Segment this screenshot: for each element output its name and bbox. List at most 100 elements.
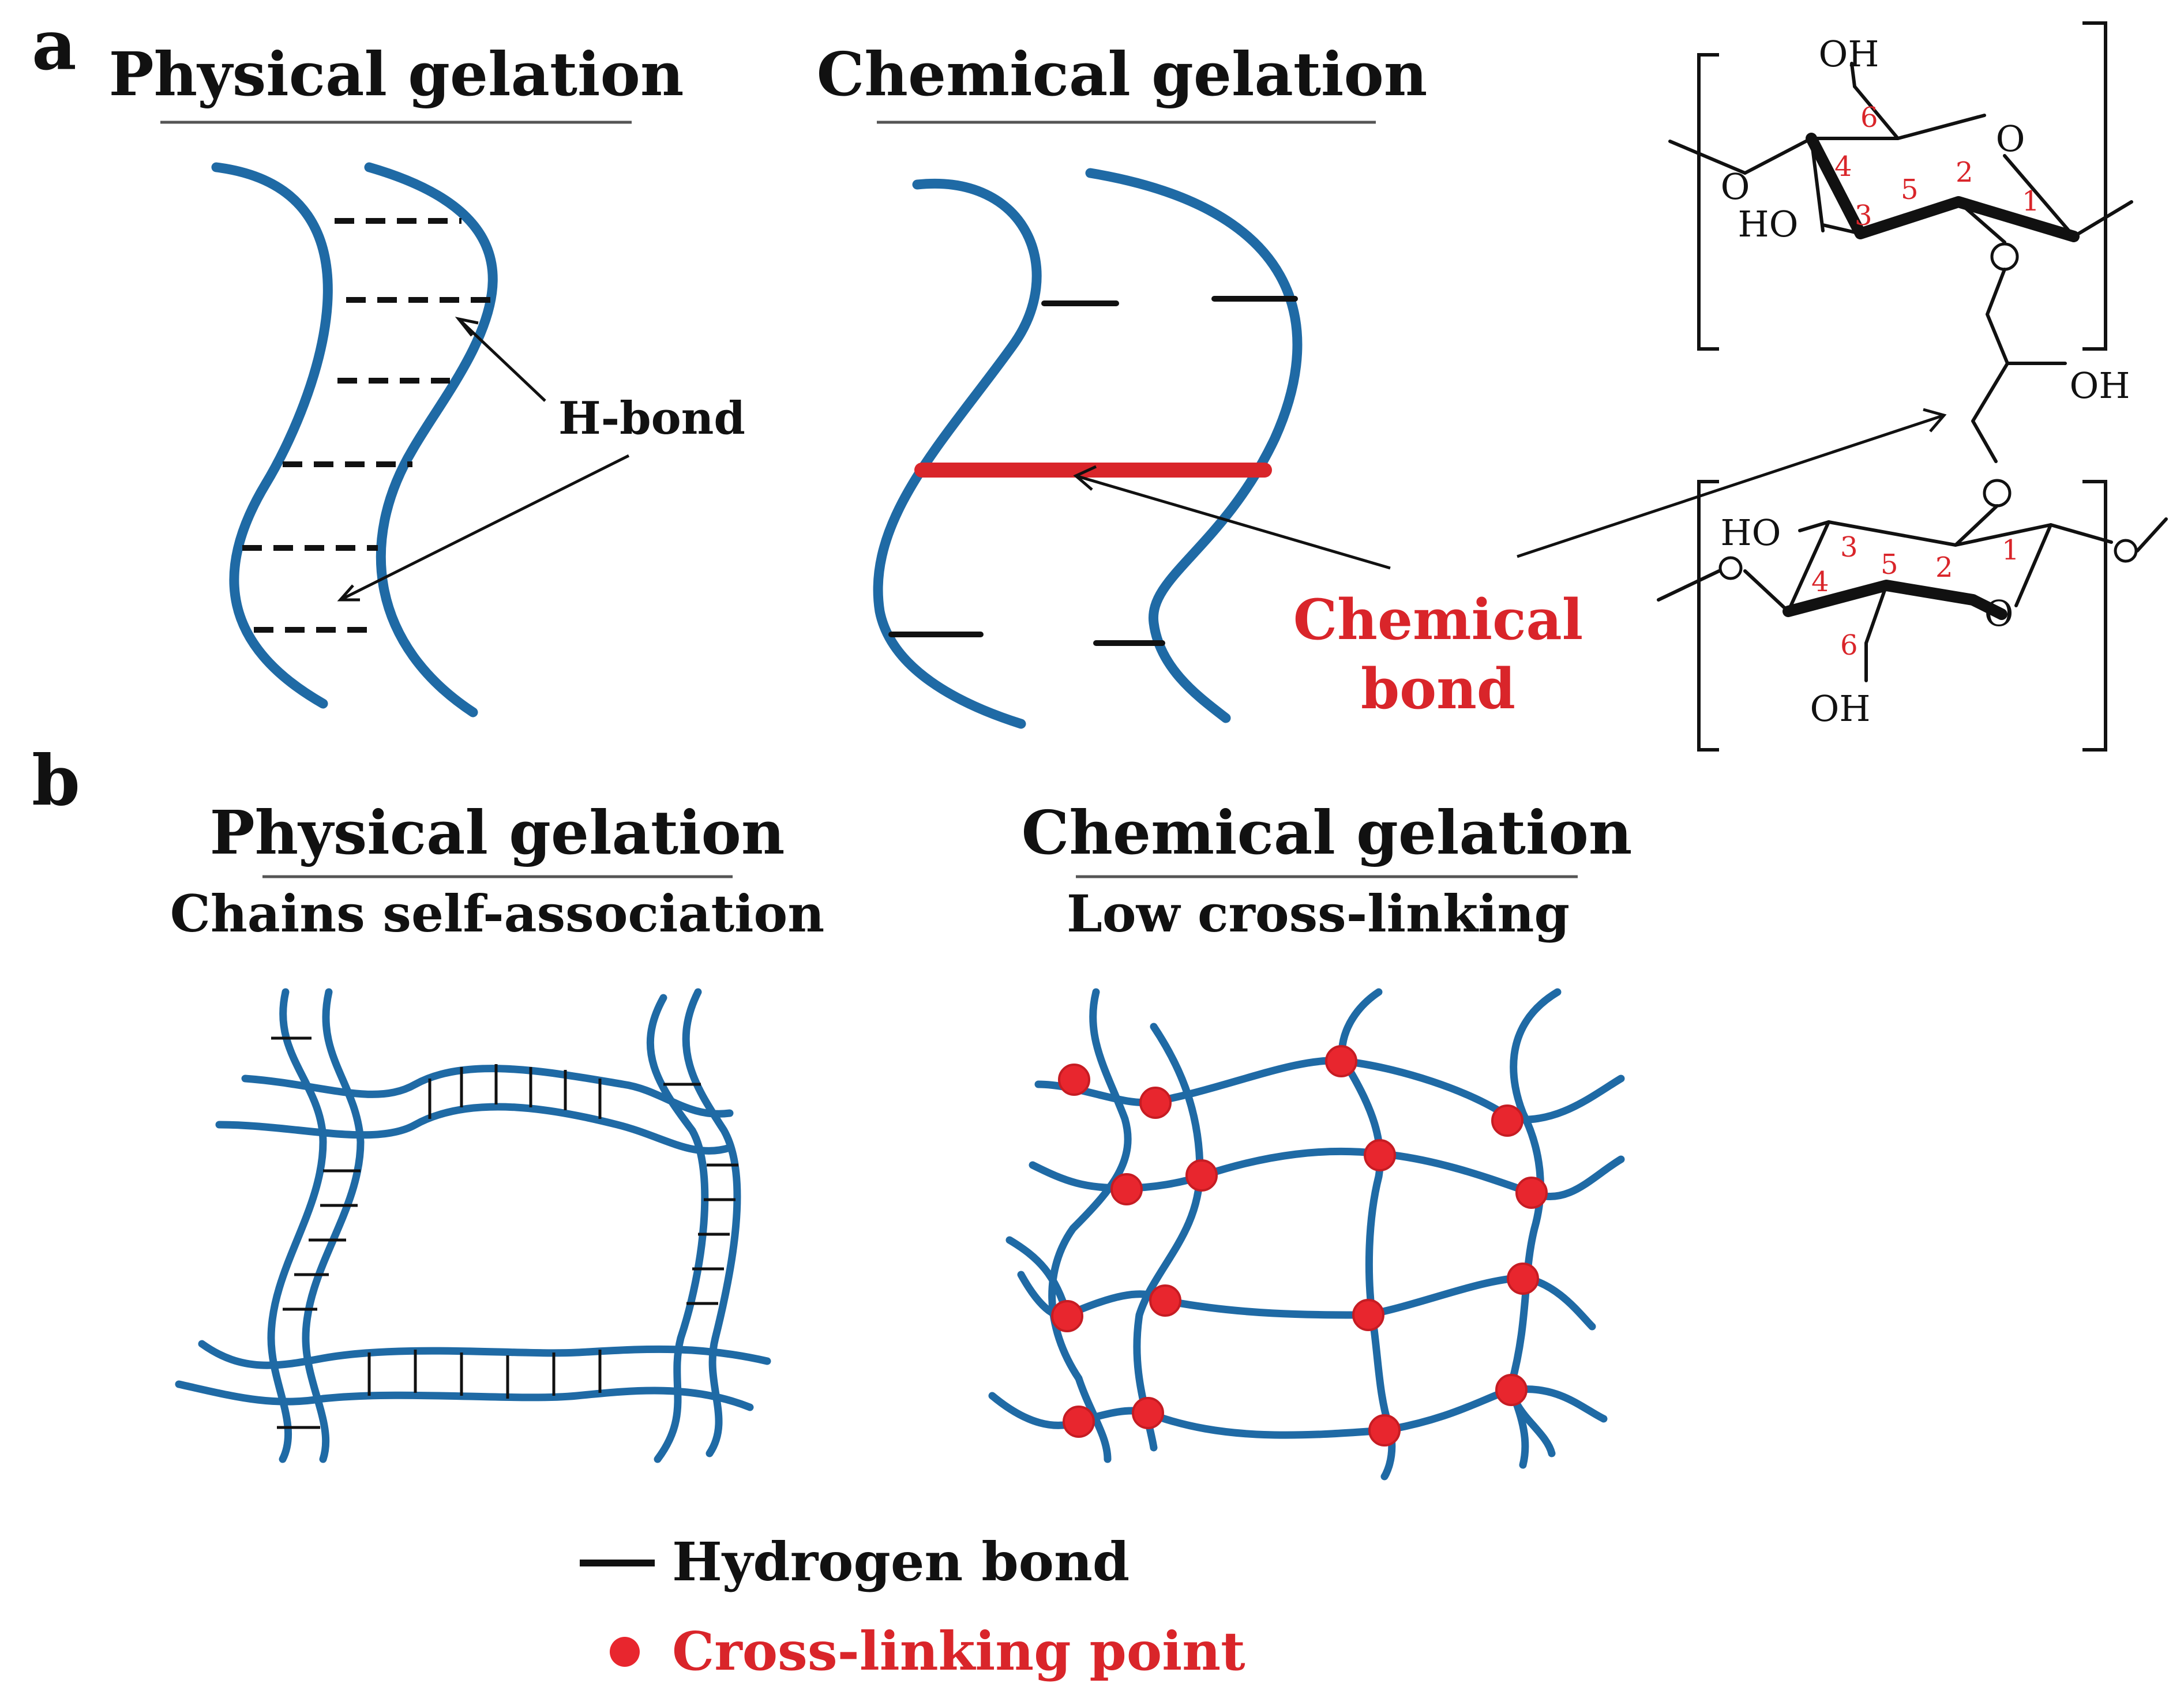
- carbon-number: 3: [1840, 531, 1858, 563]
- bracket-left-top: [1697, 53, 1719, 351]
- bracket-left-bottom: [1697, 480, 1719, 752]
- crosslink-point: [1185, 1159, 1218, 1192]
- legend: Hydrogen bond Cross-linking point: [580, 1531, 1245, 1682]
- crosslink-point: [1063, 1406, 1095, 1438]
- legend-hydrogen-bond-label: Hydrogen bond: [672, 1531, 1129, 1593]
- hbond-arrowhead-lower: [337, 584, 360, 602]
- chem-oh-top: OH: [1819, 33, 1879, 75]
- polymer-chain-right-chem: [1085, 168, 1303, 723]
- physical-network: [175, 988, 771, 1463]
- crosslink-point: [1051, 1300, 1083, 1332]
- hydrogen-bond-rungs: [271, 1036, 738, 1429]
- physical-gelation-title-a: Physical gelation: [108, 39, 684, 110]
- network-strand: [1017, 1271, 1596, 1331]
- carbon-number: 6: [1840, 629, 1858, 662]
- crosslink-points: [1051, 1045, 1548, 1446]
- network-strand: [1133, 1023, 1204, 1452]
- network-strand: [302, 988, 365, 1463]
- polymer-chain-left: [211, 162, 333, 709]
- crosslink-point: [1352, 1299, 1384, 1331]
- crosslink-point: [1368, 1414, 1401, 1446]
- crosslink-point: [1325, 1045, 1357, 1077]
- chemical-subtitle-b: Low cross-linking: [1067, 884, 1570, 944]
- top-c6: [1853, 85, 1900, 140]
- carbon-number: 5: [1901, 174, 1919, 206]
- bottom-linker: [1954, 504, 1999, 547]
- crosslink-point: [1364, 1139, 1396, 1171]
- chemical-gelation-title-b: Chemical gelation: [1022, 797, 1633, 868]
- chem-ho-bottom: HO: [1721, 512, 1781, 554]
- chem-oh-bottom: OH: [1810, 687, 1871, 730]
- top-c3-ho: [1821, 223, 1862, 235]
- chem-o-ring-top: O: [1996, 118, 2025, 160]
- network-strand: [1048, 988, 1132, 1463]
- crosslink-point: [1507, 1263, 1539, 1295]
- legend-crosslink-swatch: [610, 1637, 640, 1667]
- bottom-ring-left: [1787, 520, 1830, 613]
- crosslink-point: [1491, 1104, 1523, 1137]
- chemical-bond-label-line2: bond: [1361, 656, 1515, 722]
- bottom-glyco-left: [1743, 569, 1790, 613]
- top-c4: [1810, 137, 1825, 232]
- carbon-number: 5: [1881, 548, 1898, 581]
- top-c6-oh: [1850, 62, 1856, 88]
- crosslink-point: [1132, 1397, 1164, 1429]
- chemical-bond-arrowhead: [1073, 465, 1097, 491]
- linker-chain: [1971, 268, 2009, 463]
- hbond-label: H-bond: [558, 392, 745, 445]
- carbon-number: 4: [1811, 566, 1829, 598]
- chemical-network: [988, 988, 1625, 1481]
- chem-ho-top: HO: [1738, 203, 1799, 245]
- panel-a-label: a: [32, 5, 77, 86]
- bottom-ring-back: [1827, 520, 2052, 547]
- carbon-number: 2: [1956, 156, 1973, 189]
- top-glyco-bond-right: [2072, 200, 2133, 238]
- glyco-oxygen-right: [2114, 539, 2138, 563]
- carbon-number: 3: [1855, 200, 1872, 232]
- physical-gelation-title-b: Physical gelation: [209, 797, 785, 868]
- chemical-bond-arrowhead-right: [1923, 408, 1947, 433]
- network-strand: [682, 988, 741, 1457]
- bottom-c3-ho: [1798, 520, 1830, 532]
- crosslink-point: [1149, 1284, 1181, 1317]
- crosslink-point: [1058, 1064, 1090, 1096]
- bottom-end-left: [1657, 569, 1721, 602]
- bracket-right-top: [2082, 21, 2107, 351]
- top-ring-front: [1806, 133, 2080, 242]
- chemical-bond-label: Chemical: [1293, 587, 1583, 652]
- polymer-chain-right: [364, 162, 498, 717]
- crosslink-point: [1139, 1087, 1172, 1119]
- bottom-ring-right: [2014, 523, 2052, 607]
- carbon-number: 2: [1935, 551, 1953, 584]
- crosslinked-glucan-structure: OH O O HO 6 4 5 2 1 3 OH HO O OH 3 5: [1657, 21, 2168, 752]
- chem-oh-linker: OH: [2070, 365, 2130, 407]
- linker-oxygen-bottom: [1983, 479, 2012, 508]
- carbon-number: 6: [1860, 102, 1878, 134]
- chemical-bond-arrow: [1075, 474, 1391, 570]
- chemical-bond-arrow-right: [1517, 414, 1945, 558]
- crosslink-point: [1110, 1173, 1143, 1205]
- carbon-number: 1: [2022, 185, 2040, 217]
- physical-subtitle-b: Chains self-association: [170, 884, 824, 944]
- legend-crosslink-label: Cross-linking point: [672, 1620, 1245, 1682]
- glyco-oxygen-left: [1718, 556, 1743, 580]
- chem-o-link-top: O: [1721, 166, 1750, 208]
- chemical-gelation-title-a: Chemical gelation: [817, 39, 1428, 110]
- top-linker-1: [1957, 200, 2006, 244]
- polymer-chain-left-chem: [873, 178, 1042, 729]
- bottom-glyco-right: [2049, 523, 2113, 544]
- top-glyco-bond-left: [1668, 140, 1747, 175]
- top-ring-right: [2003, 154, 2076, 238]
- top-ring-back: [1810, 114, 1986, 140]
- hbond-arrowhead-upper: [455, 317, 479, 337]
- bottom-c6: [1864, 584, 1888, 645]
- bottom-ring-front: [1783, 580, 2007, 620]
- network-strand: [198, 1340, 771, 1369]
- carbon-number: 4: [1834, 151, 1852, 183]
- hbond-arrow-upper: [457, 318, 546, 402]
- hbond-arrow-lower: [339, 454, 630, 602]
- panel-b-label: b: [32, 740, 80, 821]
- hydrogen-bonds: [242, 218, 490, 633]
- crosslink-point: [1515, 1177, 1548, 1209]
